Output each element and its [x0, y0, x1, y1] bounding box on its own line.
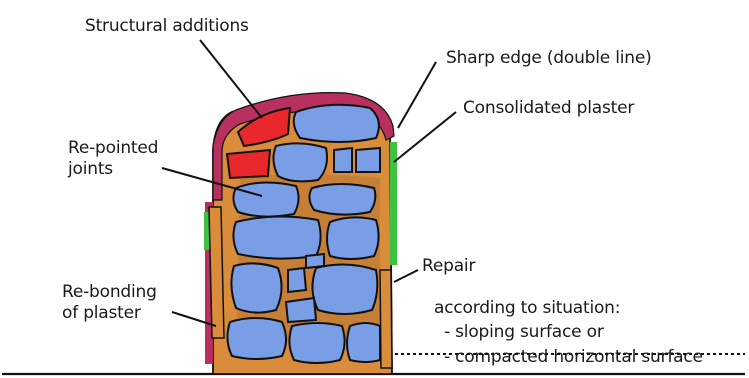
leader-structural	[200, 40, 262, 118]
stone	[273, 143, 327, 181]
stone	[312, 264, 377, 314]
label-structural-additions: Structural additions	[85, 16, 249, 37]
label-repointed-joints: Re-pointed joints	[68, 138, 158, 180]
stone	[327, 217, 379, 259]
label-compacted-surface: - compacted horizontal surface	[444, 347, 703, 368]
stone	[289, 323, 344, 363]
label-rebonding: Re-bonding of plaster	[62, 282, 157, 324]
label-rebonding-line2: of plaster	[62, 303, 157, 324]
label-repointed-line1: Re-pointed	[68, 138, 158, 159]
label-consolidated-plaster: Consolidated plaster	[463, 98, 634, 119]
stone	[294, 105, 379, 142]
stone	[347, 323, 380, 362]
label-according-to-situation: according to situation:	[434, 298, 620, 319]
stone	[231, 263, 281, 312]
stone	[288, 268, 306, 292]
label-rebonding-line1: Re-bonding	[62, 282, 157, 303]
label-sloping-surface: - sloping surface or	[444, 322, 604, 343]
stone	[233, 216, 320, 258]
leader-sharp-edge	[398, 62, 436, 128]
label-repair: Repair	[422, 256, 475, 277]
label-repointed-line2: joints	[68, 159, 158, 180]
label-sharp-edge: Sharp edge (double line)	[446, 48, 652, 69]
stone	[356, 148, 380, 172]
structural-addition-lower	[227, 150, 270, 178]
stone	[227, 318, 286, 359]
repair-strip	[380, 270, 392, 368]
stone	[309, 184, 375, 215]
rebonding-strip	[209, 207, 224, 338]
stone	[233, 182, 298, 216]
leader-repair	[394, 270, 418, 282]
stone	[334, 148, 352, 172]
stone	[286, 298, 316, 322]
